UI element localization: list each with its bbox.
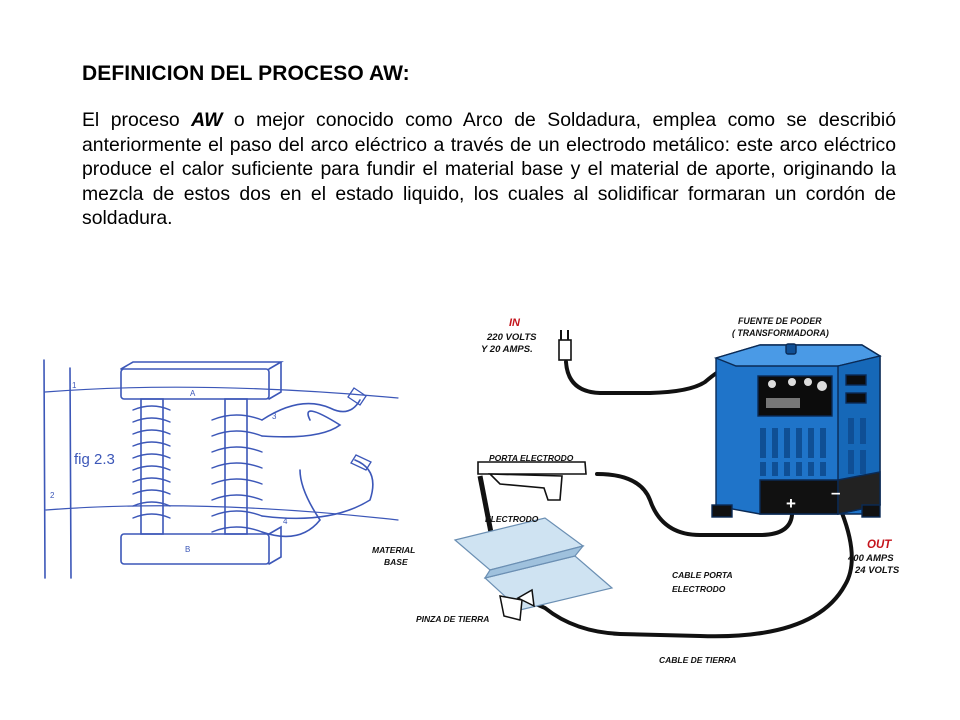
input-label: IN (509, 317, 521, 329)
positive-terminal: + (786, 494, 796, 513)
electrode-label: ELECTRODO (485, 514, 539, 524)
electrode-cable (595, 472, 794, 537)
output-amps: 400 AMPS (847, 553, 894, 564)
ground-clamp-label: PINZA DE TIERRA (416, 614, 489, 624)
output-volts: 24 VOLTS (854, 565, 900, 576)
power-source-label: FUENTE DE PODER (738, 316, 822, 326)
ground-cable-label: CABLE DE TIERRA (659, 655, 736, 665)
cables (508, 360, 854, 639)
sketch-mark: 3 (272, 412, 277, 421)
electrode-cable-label-2: ELECTRODO (672, 584, 726, 594)
input-amps: Y 20 AMPS. (481, 344, 533, 355)
electrode-cable-label: CABLE PORTA (672, 570, 733, 580)
sketch-mark: A (190, 389, 196, 398)
base-material (453, 517, 614, 611)
sketch-mark: 4 (283, 517, 288, 526)
input-cable (564, 360, 720, 395)
sketch-mark: B (185, 545, 190, 554)
output-label: OUT (867, 539, 892, 551)
base-material-label-2: BASE (384, 557, 408, 567)
transformer-sketch (43, 359, 399, 579)
base-material-label: MATERIAL (372, 545, 415, 555)
input-volts: 220 VOLTS (486, 332, 537, 343)
power-source-sublabel: ( TRANSFORMADORA) (732, 328, 829, 338)
input-plug (558, 330, 572, 361)
process-acronym: AW (191, 109, 223, 131)
page-title: DEFINICION DEL PROCESO AW: (82, 62, 410, 85)
negative-terminal: – (831, 483, 840, 502)
figure-caption: fig 2.3 (74, 451, 115, 468)
welding-machine (711, 343, 882, 518)
electrode-holder-label: PORTA ELECTRODO (489, 453, 574, 463)
sketch-mark: 1 (72, 381, 77, 390)
ground-cable (508, 511, 854, 639)
sketch-mark: 2 (50, 491, 55, 500)
process-description: El proceso AW o mejor conocido como Arco… (82, 109, 896, 230)
ground-clamp (499, 588, 535, 621)
